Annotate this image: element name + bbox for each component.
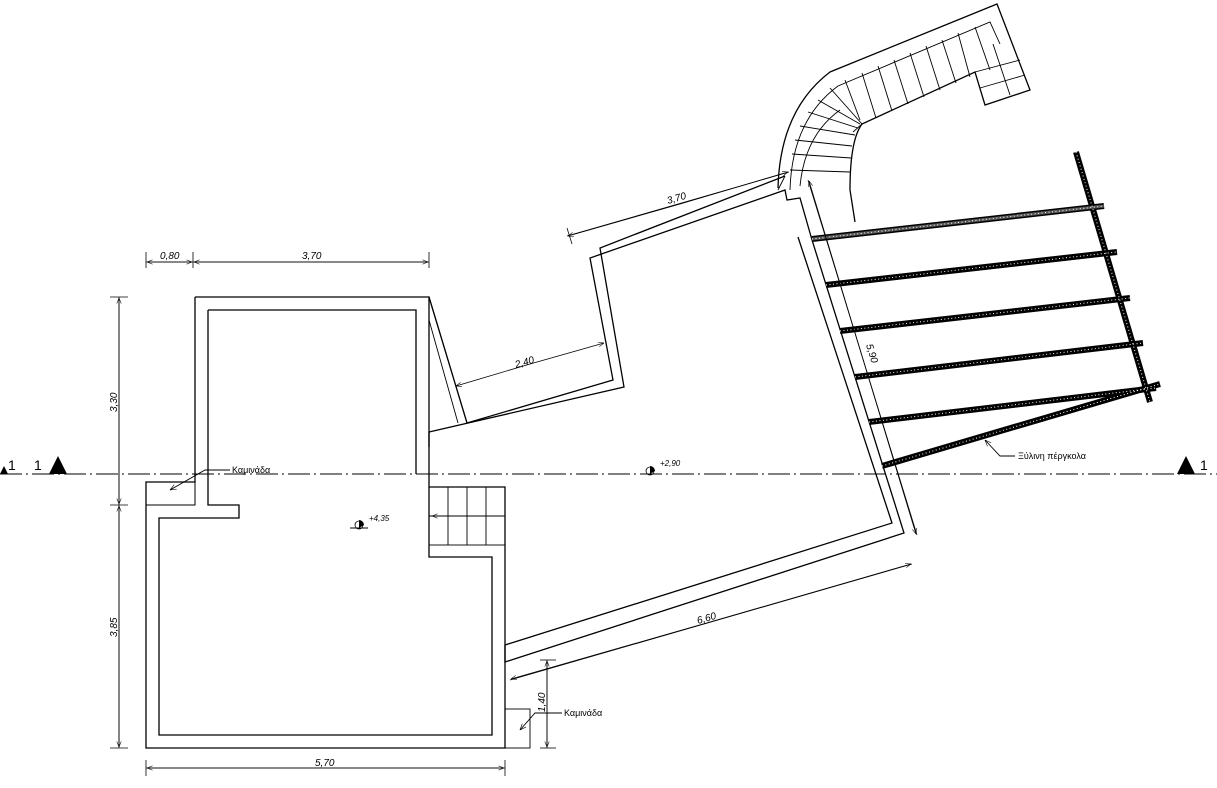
section-label-left: 1: [8, 457, 16, 473]
elevation-upper: +4,35: [369, 514, 390, 523]
elevation-marker-upper-icon: [350, 520, 368, 530]
pergola-leader: [985, 440, 1015, 457]
chimney-top: [145, 481, 196, 506]
chimney-top-label: Καμινάδα: [232, 465, 270, 475]
dim-top-080: 0,80: [160, 251, 180, 262]
chimney-bottom-label: Καμινάδα: [564, 708, 602, 718]
section-marker-right-icon: [1177, 456, 1195, 474]
section-label-left-b: 1: [34, 457, 42, 473]
section-marker-left-icon: [49, 456, 67, 474]
middle-stair: [428, 486, 506, 546]
dim-660: 6,60: [696, 611, 718, 627]
left-building: [145, 296, 506, 749]
dim-right-140: 1,40: [537, 692, 548, 712]
dim-left-385: 3,85: [109, 617, 120, 637]
elevation-terrace: +2,90: [660, 459, 681, 468]
dimension-lines: [110, 172, 918, 776]
curved-stair: [777, 3, 1031, 223]
terrace-outline: [428, 175, 905, 663]
dim-240: 2,40: [513, 355, 536, 371]
chimney-bottom: [504, 708, 531, 749]
dim-top-370: 3,70: [302, 251, 322, 262]
chimney-top-leader: [170, 469, 230, 490]
elevation-marker-terrace-icon: [641, 466, 659, 476]
dim-diag-370: 3,70: [666, 191, 688, 207]
section-label-right: 1: [1200, 457, 1208, 473]
dim-left-330: 3,30: [109, 392, 120, 412]
dim-bottom-570: 5,70: [315, 758, 335, 769]
wooden-pergola: [811, 151, 1161, 469]
chimney-bottom-leader: [520, 712, 562, 730]
section-marker-edge-icon: [0, 466, 8, 474]
dim-590: 5,90: [863, 343, 879, 365]
pergola-label: Ξύλινη πέργκολα: [1018, 451, 1086, 461]
